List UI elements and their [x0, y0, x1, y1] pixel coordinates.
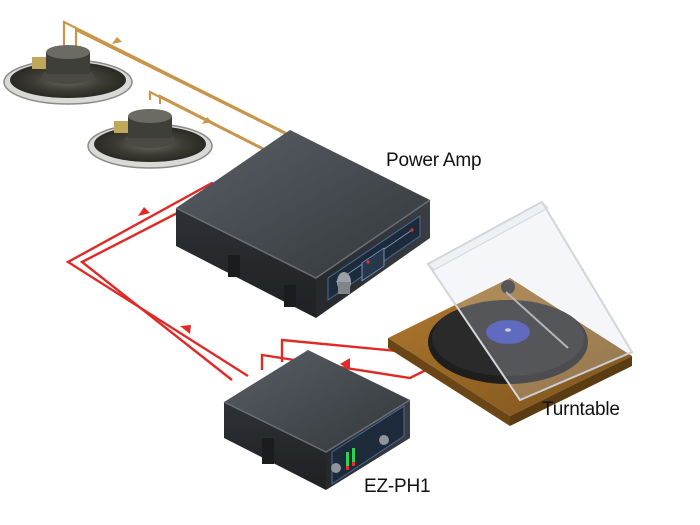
preamp-label: EZ-PH1	[364, 476, 431, 497]
power-amp-label: Power Amp	[386, 150, 482, 171]
speaker-1	[3, 45, 133, 105]
arrow-icon	[340, 358, 350, 370]
arrow-icon	[138, 207, 150, 216]
signal-wire-arrows	[138, 207, 350, 370]
arrow-icon	[180, 325, 191, 334]
arrow-icon	[112, 37, 122, 44]
record-label	[486, 320, 530, 344]
speaker-wire-arrows	[112, 37, 212, 124]
arrow-icon	[202, 117, 212, 124]
speaker-2	[87, 109, 213, 169]
gain-knob-right	[379, 435, 389, 445]
preamp-device	[223, 350, 411, 490]
gain-knob-left	[331, 463, 341, 473]
turntable-device	[388, 200, 634, 426]
power-amp-device	[175, 130, 431, 318]
wire-preamp-to-amp-inner	[79, 188, 233, 381]
turntable-label: Turntable	[542, 399, 620, 420]
